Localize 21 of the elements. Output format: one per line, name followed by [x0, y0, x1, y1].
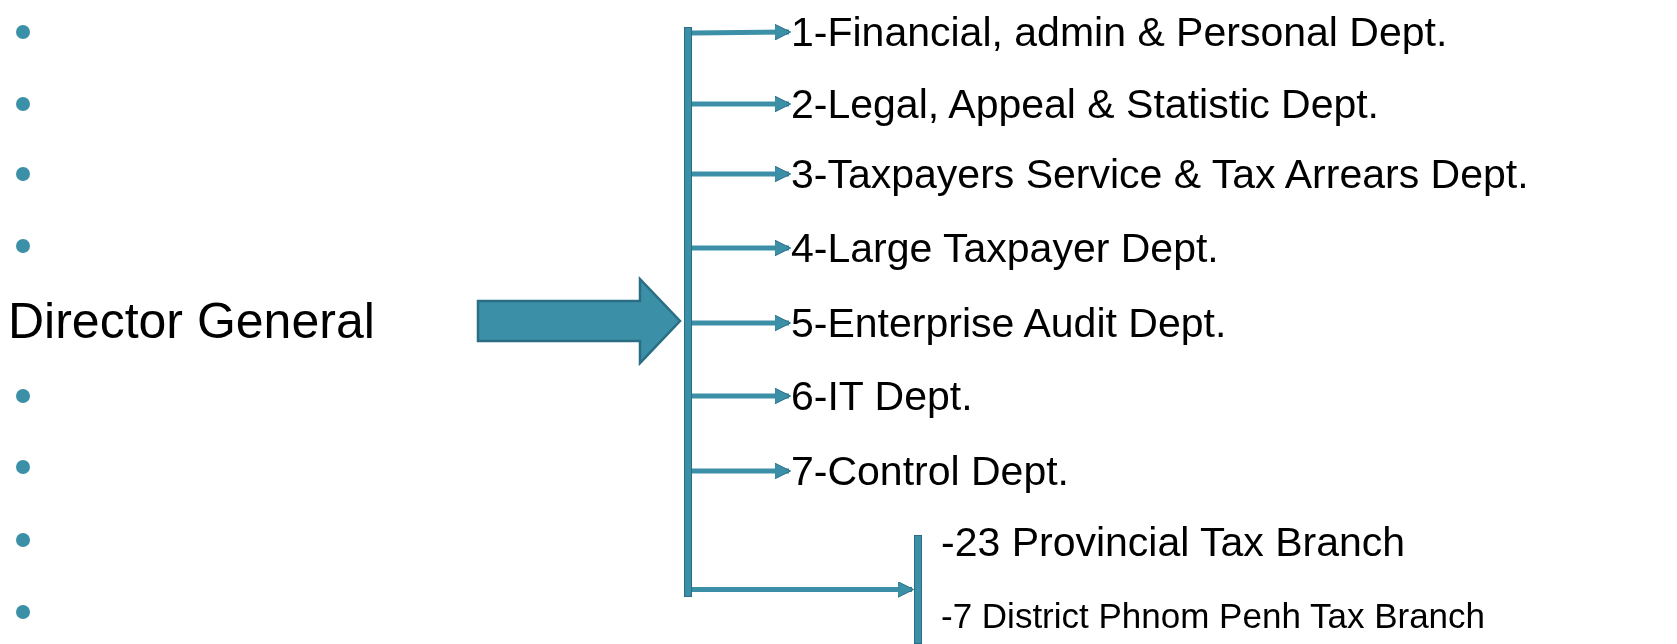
department-label: 3-Taxpayers Service & Tax Arrears Dept.: [791, 150, 1530, 198]
arrow: [692, 95, 792, 113]
arrow: [692, 387, 792, 405]
role-label: Director General: [8, 292, 376, 351]
arrow: [692, 581, 915, 598]
block-arrow: [476, 275, 682, 367]
department-label: 7-Control Dept.: [791, 447, 1070, 495]
department-label: 2-Legal, Appeal & Statistic Dept.: [791, 80, 1380, 128]
department-label: -7 District Phnom Penh Tax Branch: [941, 595, 1487, 637]
arrow: [692, 314, 792, 332]
arrow: [692, 462, 792, 480]
department-label: 5-Enterprise Audit Dept.: [791, 299, 1228, 347]
arrow: [692, 239, 792, 257]
arrow: [691, 23, 792, 41]
department-label: 4-Large Taxpayer Dept.: [791, 224, 1220, 272]
department-label: 6-IT Dept.: [791, 372, 974, 420]
vertical-bar: [684, 27, 692, 597]
department-label: -23 Provincial Tax Branch: [941, 518, 1407, 566]
arrow: [692, 165, 792, 183]
vertical-bar: [914, 535, 922, 644]
department-label: 1-Financial, admin & Personal Dept.: [791, 8, 1449, 56]
